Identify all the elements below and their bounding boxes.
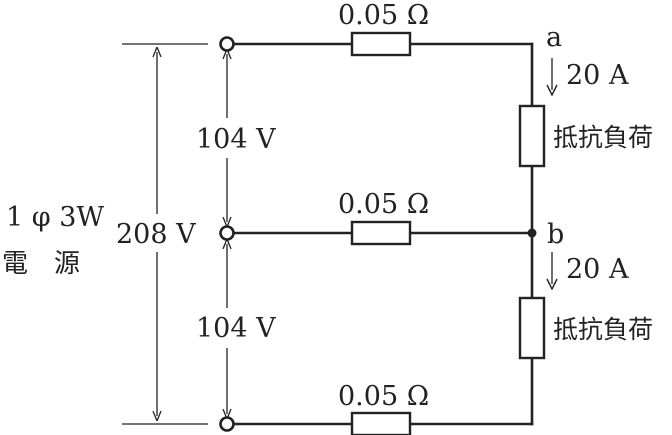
bottom-resistance-label: 0.05 Ω [338, 381, 429, 412]
node-b-label: b [547, 219, 564, 250]
upper-load-label: 抵抗負荷 [553, 123, 653, 152]
upper-voltage-label: 104 V [196, 124, 276, 155]
lower-voltage-label: 104 V [196, 313, 276, 344]
upper-current-label: 20 A [566, 60, 629, 91]
middle-resistance-label: 0.05 Ω [338, 189, 429, 220]
lower-current-label: 20 A [566, 254, 629, 285]
lower-load-label: 抵抗負荷 [553, 315, 653, 344]
top-resistance-label: 0.05 Ω [338, 0, 429, 31]
middle-terminal [219, 225, 235, 241]
source-name-label: 電 源 [2, 249, 80, 279]
source-type-label: 1 φ 3W [6, 202, 104, 233]
node-a-label: a [546, 22, 562, 53]
node-b-dot [527, 228, 537, 238]
bottom-line-resistor [350, 411, 412, 435]
lower-load-resistor [518, 296, 546, 360]
top-terminal [219, 36, 235, 52]
total-voltage-label: 208 V [116, 219, 196, 250]
top-line-resistor [350, 31, 412, 57]
upper-load-resistor [518, 104, 546, 168]
bottom-terminal [219, 416, 235, 432]
middle-line-resistor [350, 220, 412, 246]
